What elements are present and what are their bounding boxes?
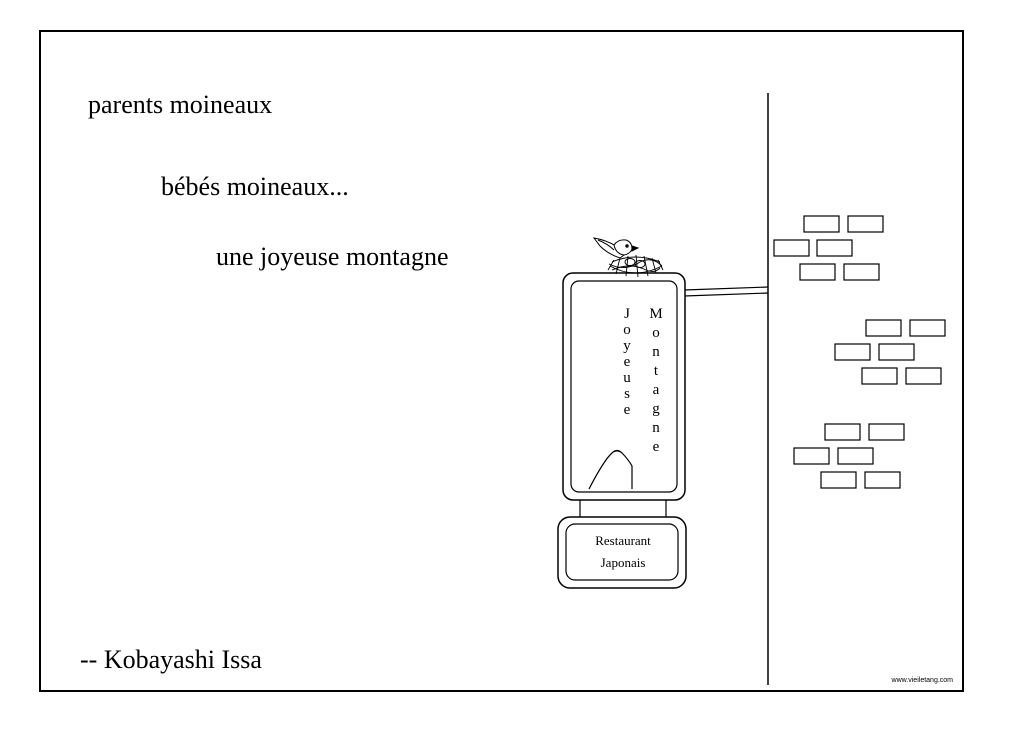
website-credit: www.vieiletang.com (891, 677, 953, 684)
plaque-line-2: Japonais (601, 555, 646, 570)
sign-letter: M (649, 306, 662, 322)
sign-letter: a (653, 382, 660, 398)
sign-letter: n (652, 344, 660, 360)
mountain-icon (588, 449, 633, 490)
sign-letter: e (653, 439, 660, 455)
picture-frame (39, 30, 964, 692)
sign-letter: y (623, 338, 631, 354)
poem-line-3: une joyeuse montagne (216, 242, 449, 271)
sign-letter: n (652, 420, 660, 436)
sign-letter: t (654, 363, 659, 379)
sign-bracket (683, 286, 769, 297)
sign-letter: e (624, 402, 631, 418)
sign-letter: g (652, 401, 660, 417)
bricks-group-1 (773, 215, 884, 281)
sign-letter: s (624, 386, 630, 402)
restaurant-plaque: Restaurant Japonais (557, 516, 687, 589)
bricks-group-2 (834, 319, 946, 385)
bricks-group-3 (793, 423, 905, 489)
poem-author: -- Kobayashi Issa (80, 645, 262, 674)
sparrow-icon (592, 237, 640, 259)
plaque-line-1: Restaurant (595, 533, 651, 548)
sign-letter: u (623, 370, 631, 386)
poem-line-1: parents moineaux (88, 90, 273, 119)
sign-letter: o (623, 322, 631, 338)
sign-letter: J (624, 306, 630, 322)
sign-post (579, 500, 667, 517)
sign-letter: e (624, 354, 631, 370)
sign-board (562, 272, 686, 501)
poem-line-2: bébés moineaux... (161, 172, 349, 201)
nest-icon (607, 254, 664, 278)
sign-letter: o (652, 325, 660, 341)
